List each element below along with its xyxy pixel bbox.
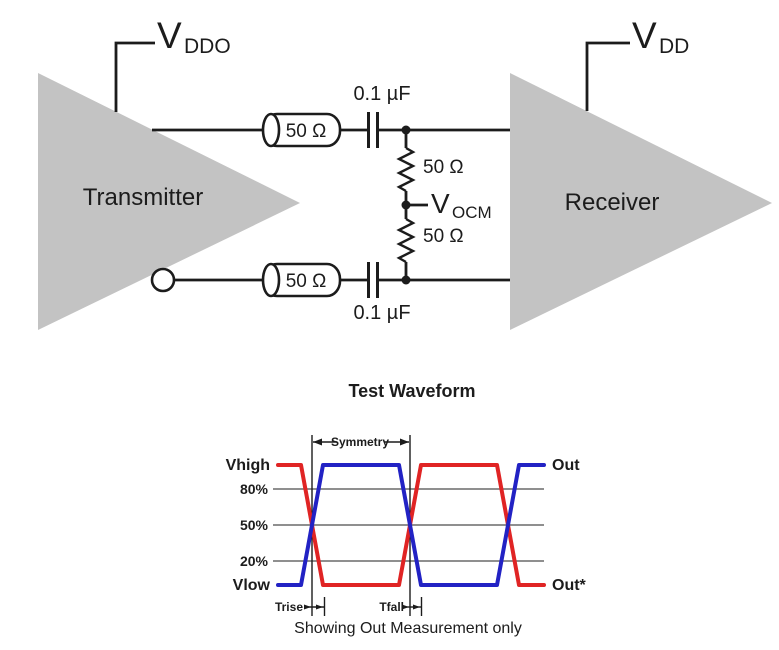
vddo-label-sub: DDO <box>184 35 231 58</box>
vdd-label: V <box>632 15 657 56</box>
vddo-rail-wire <box>114 41 155 112</box>
trise-arrow-head-1 <box>304 604 311 610</box>
level-label-50pct: 50% <box>240 517 269 533</box>
vddo-label: V <box>157 15 182 56</box>
resistor-top-label: 50 Ω <box>423 157 464 178</box>
tfall-arrow-head-2 <box>413 604 420 610</box>
vocm-label: V <box>431 188 450 219</box>
out-star-label: Out* <box>552 577 587 594</box>
transmitter-label: Transmitter <box>83 184 203 211</box>
capacitor-top <box>367 112 379 148</box>
resistor-top <box>396 146 416 193</box>
receiver-triangle <box>510 73 772 330</box>
tfall-arrow-head-1 <box>402 604 409 610</box>
level-label-vhigh: Vhigh <box>226 457 270 474</box>
capacitor-bottom <box>367 262 379 298</box>
tfall-label: Tfall <box>379 600 404 614</box>
resistor-bottom <box>396 217 416 264</box>
vdd-rail-wire <box>585 41 630 111</box>
symmetry-label: Symmetry <box>331 435 389 449</box>
vocm-label-sub: OCM <box>452 203 492 222</box>
coax-top: 50 Ω <box>261 112 342 148</box>
level-label-80pct: 80% <box>240 481 269 497</box>
capacitor-top-label: 0.1 µF <box>353 83 410 105</box>
symmetry-arrow-right-head <box>400 438 409 446</box>
junction-dot-bottom <box>401 275 411 285</box>
out-trace <box>276 463 546 587</box>
coax-bottom-label: 50 Ω <box>286 271 327 292</box>
trise-arrow-head-2 <box>316 604 323 610</box>
waveform-title: Test Waveform <box>348 381 475 401</box>
coax-bottom: 50 Ω <box>261 262 342 298</box>
level-label-vlow: Vlow <box>233 577 271 594</box>
out-label: Out <box>552 457 580 474</box>
transmitter-triangle <box>38 73 300 330</box>
junction-dot-top <box>401 125 411 135</box>
junction-dot-vocm <box>401 200 411 210</box>
trise-label: Trise <box>275 600 303 614</box>
resistor-bottom-label: 50 Ω <box>423 226 464 247</box>
vdd-label-sub: DD <box>659 35 689 58</box>
coax-top-label: 50 Ω <box>286 121 327 142</box>
inversion-bubble <box>150 267 176 293</box>
waveform-caption: Showing Out Measurement only <box>294 620 522 637</box>
capacitor-bottom-label: 0.1 µF <box>353 302 410 324</box>
symmetry-arrow-left-head <box>313 438 322 446</box>
receiver-label: Receiver <box>565 189 660 216</box>
level-label-20pct: 20% <box>240 553 269 569</box>
